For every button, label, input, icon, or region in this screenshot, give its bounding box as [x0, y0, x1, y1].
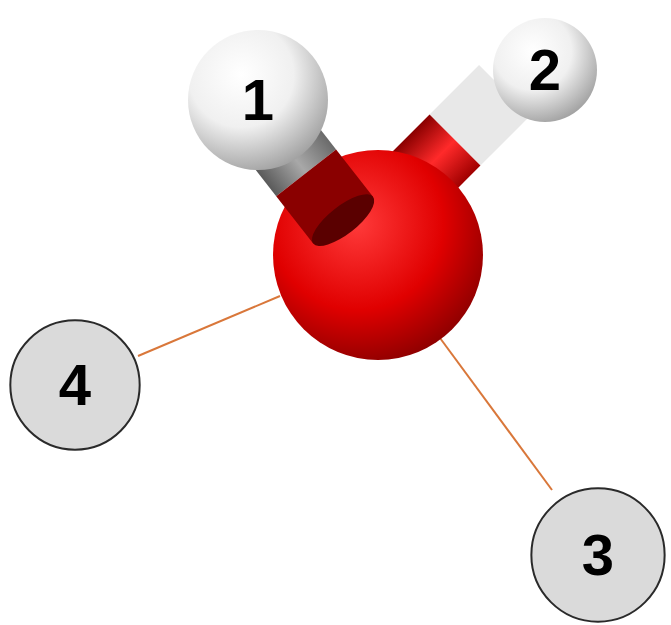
- callout-circle: 3: [530, 487, 666, 623]
- callout-circle: 4: [9, 319, 141, 451]
- oxygen-atom: [273, 150, 483, 360]
- callout-number: 3: [582, 526, 614, 584]
- hydrogen-bond-line: [138, 296, 280, 356]
- callout-number: 4: [59, 356, 91, 414]
- hydrogen-atom: 2: [493, 18, 597, 122]
- hydrogen-atom: 1: [188, 30, 328, 170]
- callout-number: 2: [529, 41, 561, 99]
- callout-number: 1: [242, 71, 274, 129]
- hydrogen-bond-line: [440, 338, 552, 490]
